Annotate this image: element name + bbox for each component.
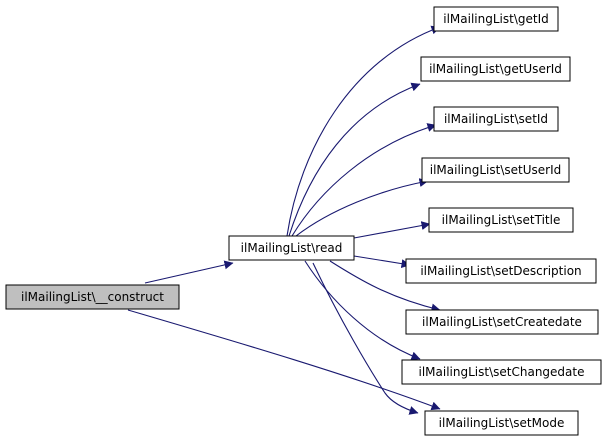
node-setdescription-label: ilMailingList\setDescription bbox=[420, 264, 581, 278]
edge-read-getid bbox=[286, 25, 441, 237]
node-setmode-label: ilMailingList\setMode bbox=[439, 416, 565, 430]
node-setchangedate-box bbox=[401, 359, 602, 385]
edge-construct-setmode bbox=[127, 309, 441, 411]
node-setuserid[interactable]: ilMailingList\setUserId bbox=[421, 157, 570, 183]
node-getuserid[interactable]: ilMailingList\getUserId bbox=[420, 56, 571, 82]
node-construct[interactable]: ilMailingList\__construct bbox=[5, 284, 180, 310]
node-setchangedate-label: ilMailingList\setChangedate bbox=[419, 365, 585, 379]
node-setdescription[interactable]: ilMailingList\setDescription bbox=[405, 258, 597, 284]
edge-read-setuserid bbox=[295, 178, 429, 237]
node-construct-box bbox=[5, 284, 180, 310]
node-getid-label: ilMailingList\getId bbox=[443, 12, 548, 26]
node-setcreatedate[interactable]: ilMailingList\setCreatedate bbox=[405, 309, 599, 335]
node-getuserid-box bbox=[420, 56, 571, 82]
node-settitle-label: ilMailingList\setTitle bbox=[442, 213, 561, 227]
node-setuserid-box bbox=[421, 157, 570, 183]
node-setmode-box bbox=[424, 410, 579, 436]
node-construct-label: ilMailingList\__construct bbox=[21, 290, 164, 304]
node-setuserid-label: ilMailingList\setUserId bbox=[430, 163, 561, 177]
edge-read-setid bbox=[291, 123, 437, 237]
edge-read-setcreatedate bbox=[329, 260, 441, 313]
node-getuserid-label: ilMailingList\getUserId bbox=[429, 62, 562, 76]
edge-read-getuserid bbox=[288, 82, 421, 237]
node-getid[interactable]: ilMailingList\getId bbox=[433, 6, 559, 32]
node-setid[interactable]: ilMailingList\setId bbox=[433, 106, 559, 132]
edge-read-setchangedate bbox=[304, 260, 421, 361]
node-setid-box bbox=[433, 106, 559, 132]
edge-construct-read bbox=[144, 260, 234, 284]
node-settitle[interactable]: ilMailingList\setTitle bbox=[428, 207, 574, 233]
node-read-label: ilMailingList\read bbox=[241, 241, 343, 255]
node-read[interactable]: ilMailingList\read bbox=[228, 235, 355, 261]
node-setid-label: ilMailingList\setId bbox=[444, 112, 548, 126]
node-getid-box bbox=[433, 6, 559, 32]
edge-layer bbox=[127, 25, 441, 415]
edge-read-setmode bbox=[312, 262, 419, 415]
node-setdescription-box bbox=[405, 258, 597, 284]
node-setcreatedate-box bbox=[405, 309, 599, 335]
node-settitle-box bbox=[428, 207, 574, 233]
edge-read-setdescription bbox=[353, 255, 411, 269]
node-setcreatedate-label: ilMailingList\setCreatedate bbox=[422, 315, 582, 329]
node-layer: ilMailingList\__construct ilMailingList\… bbox=[5, 6, 602, 436]
node-setchangedate[interactable]: ilMailingList\setChangedate bbox=[401, 359, 602, 385]
node-read-box bbox=[228, 235, 355, 261]
edge-read-settitle bbox=[353, 221, 431, 239]
node-setmode[interactable]: ilMailingList\setMode bbox=[424, 410, 579, 436]
